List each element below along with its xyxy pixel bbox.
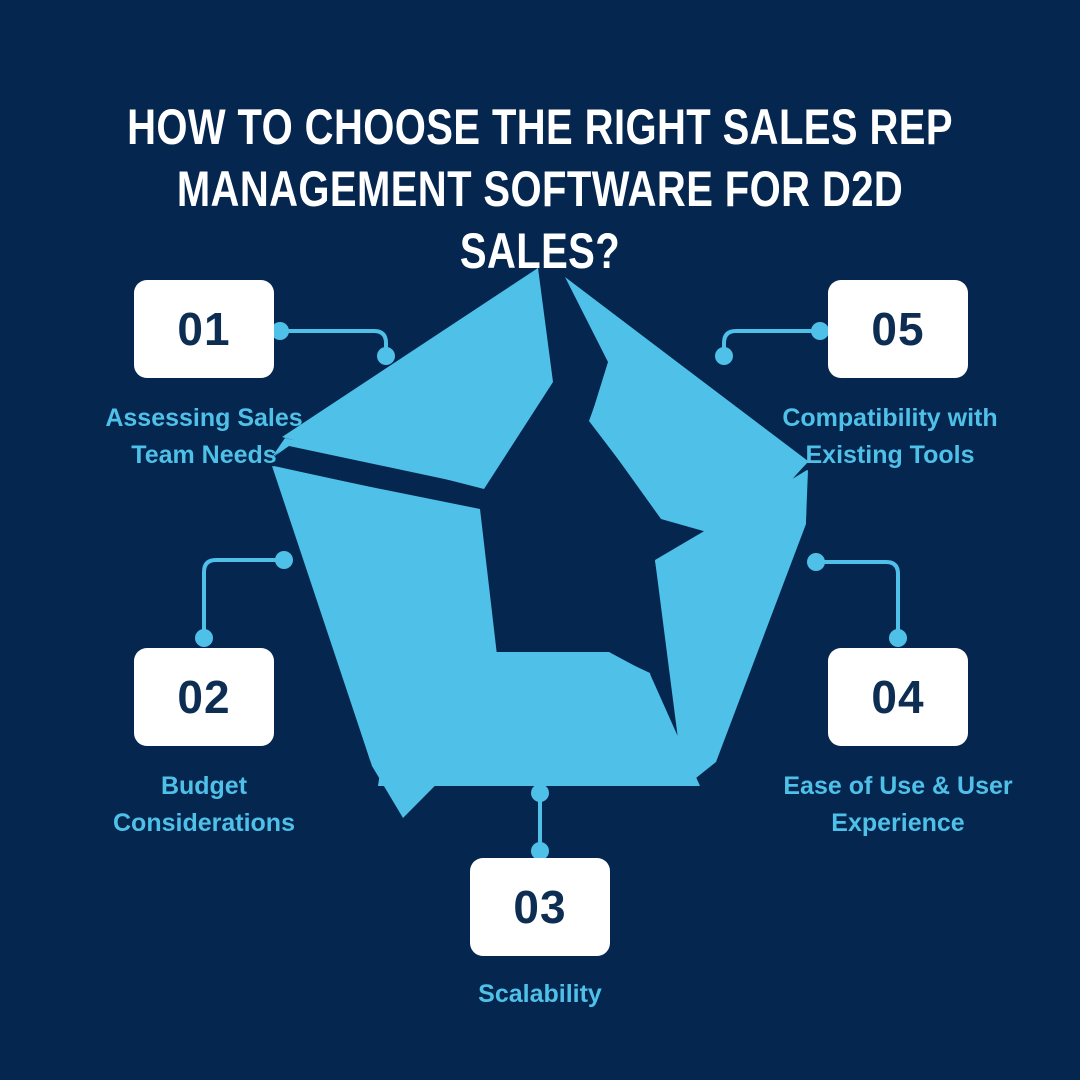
step-number-04: 04: [871, 671, 925, 723]
connector-04: [807, 553, 907, 647]
connector-03: [531, 784, 549, 860]
connector-05: [715, 322, 829, 365]
pentagon-segment-1-body: [272, 268, 553, 489]
connector-02: [195, 551, 293, 647]
step-label-01: Assessing Sales Team Needs: [105, 404, 303, 469]
pentagon-segment-3-body: [378, 652, 700, 786]
step-number-box-05[interactable]: 05: [828, 280, 968, 378]
pentagon-segment-4-body: [655, 470, 807, 786]
step-label-02: Budget Considerations: [113, 772, 295, 837]
connector-01: [271, 322, 395, 365]
step-number-05: 05: [871, 303, 925, 355]
step-label-04: Ease of Use & User Experience: [783, 772, 1013, 837]
step-number-01: 01: [177, 303, 231, 355]
page-title: HOW TO CHOOSE THE RIGHT SALES REP MANAGE…: [127, 99, 953, 279]
pentagon-segment-5-body: [566, 278, 808, 541]
step-label-05: Compatibility with Existing Tools: [782, 404, 998, 469]
step-number-box-03[interactable]: 03: [470, 858, 610, 956]
step-number-03: 03: [513, 881, 567, 933]
step-number-box-04[interactable]: 04: [828, 648, 968, 746]
step-label-03: Scalability: [478, 980, 602, 1008]
step-number-02: 02: [177, 671, 231, 723]
step-number-box-01[interactable]: 01: [134, 280, 274, 378]
step-number-box-02[interactable]: 02: [134, 648, 274, 746]
